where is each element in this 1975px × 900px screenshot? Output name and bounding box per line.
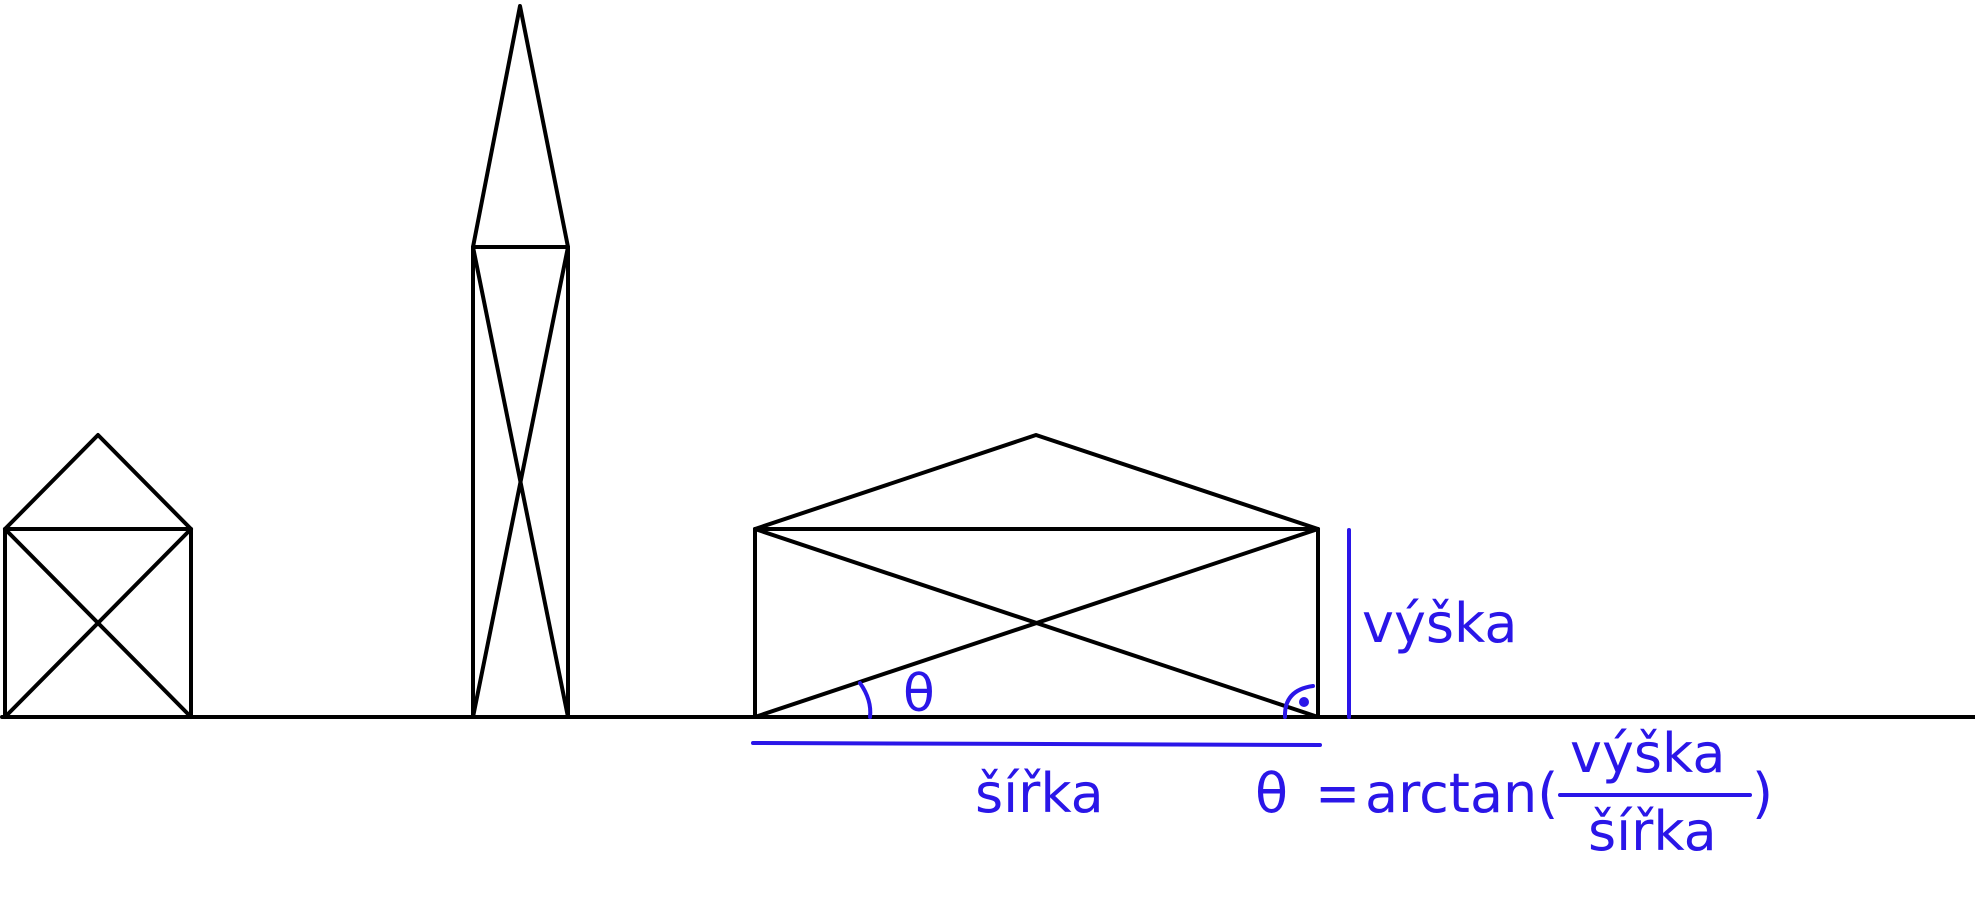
formula-close-paren: ) xyxy=(1752,762,1773,825)
formula-denominator: šířka xyxy=(1588,800,1717,863)
width-measure-line xyxy=(751,741,1322,747)
angle-arc xyxy=(858,681,873,719)
small-house-roof xyxy=(3,433,193,531)
tower-body xyxy=(471,245,570,719)
right-angle-marker xyxy=(1282,684,1315,719)
tall-tower xyxy=(471,4,570,719)
wide-building-diagonal-b xyxy=(753,527,1320,719)
small-house xyxy=(3,433,193,719)
wide-building-body xyxy=(753,527,1320,719)
formula-arctan: arctan( xyxy=(1365,762,1558,825)
wide-building-roof xyxy=(753,433,1320,531)
height-label: výška xyxy=(1362,592,1517,655)
tower-spire xyxy=(471,4,570,249)
annotations: θ výška šířka xyxy=(751,528,1517,825)
width-label: šířka xyxy=(975,762,1104,825)
right-angle-dot xyxy=(1299,697,1309,707)
arctan-formula: θ = arctan( výška šířka ) xyxy=(1255,722,1773,863)
wide-building xyxy=(753,433,1320,719)
angle-label: θ xyxy=(903,664,935,724)
tower-diagonal-b xyxy=(471,245,570,719)
formula-equals: = xyxy=(1315,762,1360,825)
small-house-diagonal-b xyxy=(3,527,193,719)
formula-theta: θ xyxy=(1255,762,1288,825)
formula-numerator: výška xyxy=(1570,722,1725,785)
small-house-body xyxy=(3,527,193,719)
